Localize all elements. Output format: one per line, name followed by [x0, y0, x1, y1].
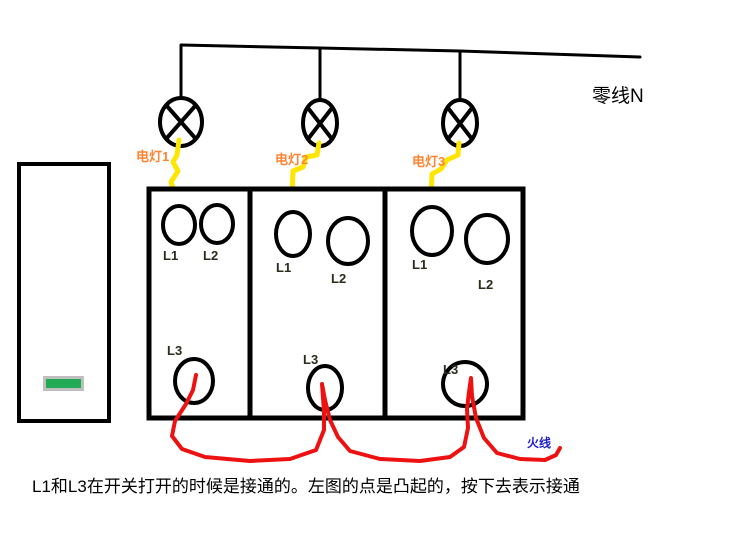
terminal-box1-L2[interactable]: [199, 203, 235, 245]
terminal-label-box3-L2: L2: [478, 277, 494, 292]
terminal-box3-L1[interactable]: [410, 205, 454, 257]
terminal-box2-L2[interactable]: [326, 216, 370, 266]
terminal-box2-L1[interactable]: [274, 210, 312, 258]
lamp-label-1: 电灯1: [136, 149, 170, 164]
lamp-label-2: 电灯2: [275, 152, 309, 167]
terminal-label-box1-L2: L2: [203, 248, 219, 263]
lamp-symbol-2: [301, 98, 339, 148]
neutral-bus-wire: [179, 43, 642, 59]
lamp-symbol-1: [158, 96, 204, 148]
terminal-label-box2-L3: L3: [303, 352, 319, 367]
diagram-caption: L1和L3在开关打开的时候是接通的。左图的点是凸起的，按下去表示接通: [32, 477, 580, 496]
lamp-symbol-3: [441, 98, 479, 148]
terminal-label-box2-L1: L1: [276, 260, 292, 275]
live-wire-label: 火线: [527, 436, 552, 450]
live-wire-red: [170, 373, 562, 463]
neutral-wire-label: 零线N: [592, 86, 644, 107]
terminal-box3-L3[interactable]: [441, 360, 489, 408]
lamp-label-3: 电灯3: [412, 154, 446, 169]
terminal-label-box1-L1: L1: [163, 248, 179, 263]
terminal-box1-L1[interactable]: [161, 204, 197, 246]
terminal-label-box2-L2: L2: [331, 271, 347, 286]
terminal-label-box3-L1: L1: [412, 257, 428, 272]
green-indicator-bar: [43, 376, 84, 391]
terminal-box1-L3[interactable]: [173, 357, 215, 405]
terminal-label-box1-L3: L3: [167, 343, 183, 358]
terminal-label-box3-L3: L3: [443, 362, 459, 377]
terminal-box3-L2[interactable]: [464, 213, 510, 265]
